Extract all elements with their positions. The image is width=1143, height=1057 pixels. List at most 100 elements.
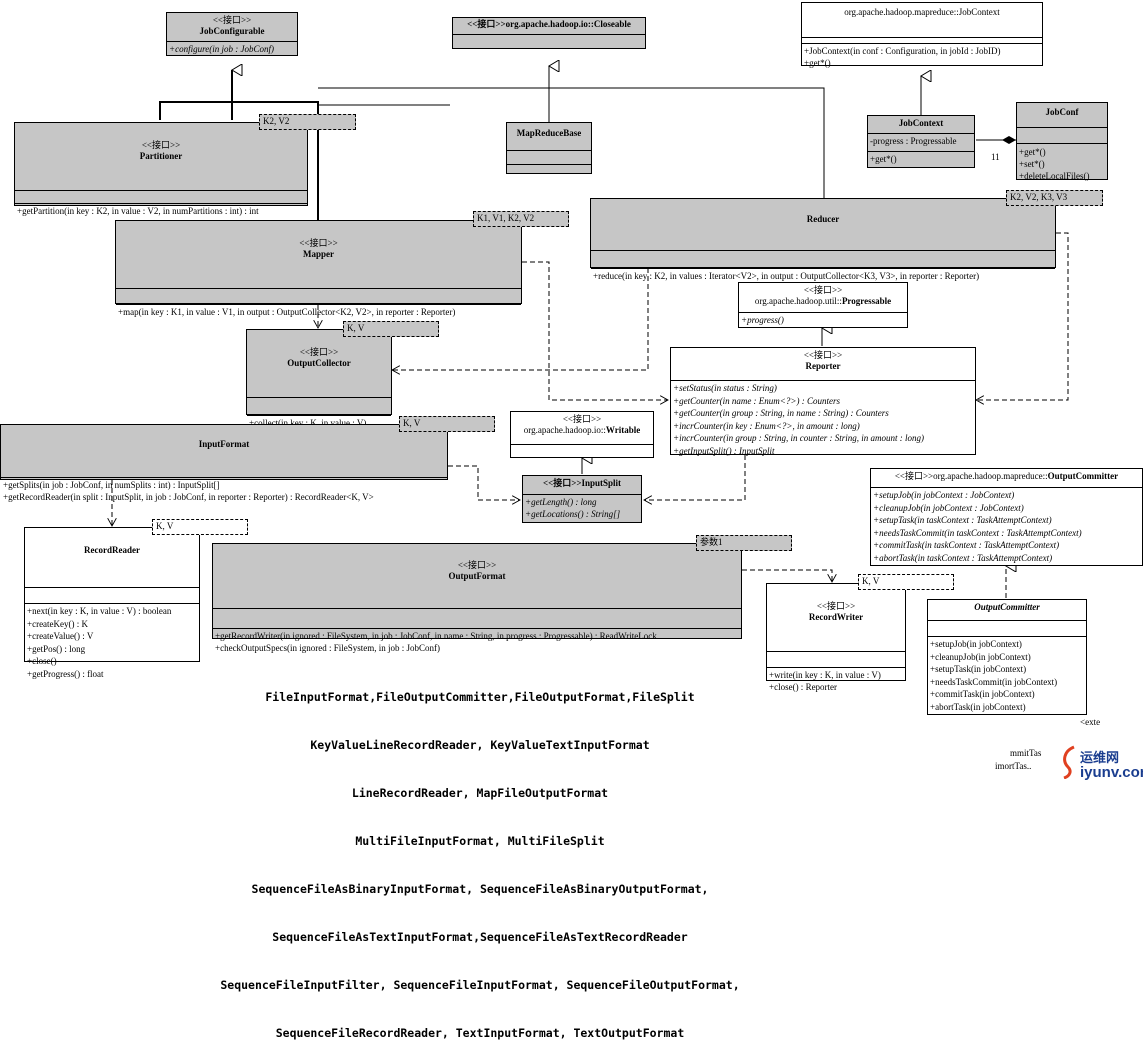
mapreducebase-name: MapReduceBase <box>516 128 582 138</box>
partitioner-stereotype: <<接口>> <box>141 140 181 150</box>
impl-line-7: SequenceFileInputFilter, SequenceFileInp… <box>220 978 740 992</box>
jobcontext-mapreduce-op2: +get*() <box>804 58 831 68</box>
inputformat-op2: +getRecordReader(in split : InputSplit, … <box>3 492 374 502</box>
reducer-box: Reducer +reduce(in key : K2, in values :… <box>590 198 1056 281</box>
outputcommitter-op-1: +setupJob(in jobContext) <box>930 639 1022 649</box>
jobconfigurable-stereotype: <<接口>> <box>212 15 252 25</box>
outputcommitter-name: OutputCommitter <box>974 602 1040 612</box>
reporter-op-6: +getInputSplit() : InputSplit <box>673 445 775 456</box>
impl-line-4: MultiFileInputFormat, MultiFileSplit <box>355 834 605 848</box>
implementation-class-list: FileInputFormat,FileOutputCommitter,File… <box>140 657 820 1057</box>
outputcommitter-interface-op-3: +setupTask(in taskContext : TaskAttemptC… <box>873 515 1052 525</box>
outputcommitter-interface-op-1: +setupJob(in jobContext : JobContext) <box>873 490 1015 500</box>
recordwriter-op1: +write(in key : K, in value : V) <box>769 670 881 680</box>
recordreader-name: RecordReader <box>84 545 140 555</box>
writable-name: Writable <box>605 425 641 435</box>
reporter-box: <<接口>> Reporter +setStatus(in status : S… <box>670 347 976 456</box>
mapreducebase-box: MapReduceBase <box>506 122 592 174</box>
partitioner-op: +getPartition(in key : K2, in value : V2… <box>15 203 307 218</box>
outputcollector-box: <<接口>> OutputCollector +collect(in key :… <box>246 329 392 428</box>
outputcommitter-interface-op-6: +abortTask(in taskContext : TaskAttemptC… <box>873 552 1053 563</box>
recordreader-op-2: +createKey() : K <box>27 618 89 629</box>
reducer-op: +reduce(in key : K2, in values : Iterato… <box>591 268 1055 283</box>
jobconf-op3: +deleteLocalFiles() <box>1019 171 1090 181</box>
progressable-box: <<接口>> org.apache.hadoop.util::Progressa… <box>738 282 908 328</box>
jobconf-op1: +get*() <box>1019 147 1046 157</box>
outputformat-name: OutputFormat <box>448 571 506 581</box>
impl-line-5: SequenceFileAsBinaryInputFormat, Sequenc… <box>251 882 709 896</box>
mapper-type-params: K1, V1, K2, V2 <box>473 211 569 227</box>
reducer-name: Reducer <box>806 214 840 224</box>
watermark-site: 运维网 <box>1080 750 1120 765</box>
jobcontext-box: JobContext -progress : Progressable +get… <box>867 115 975 168</box>
partitioner-type-params: K2, V2 <box>259 114 356 130</box>
outputcommitter-interface-name: OutputCommitter <box>1047 471 1119 481</box>
jobconfigurable-name: JobConfigurable <box>199 26 265 36</box>
jobcontext-mapreduce-box: org.apache.hadoop.mapreduce::JobContext … <box>801 2 1043 68</box>
inputformat-type-params: K, V <box>399 416 495 432</box>
recordreader-op-5: +close() <box>27 656 57 666</box>
impl-line-1: FileInputFormat,FileOutputCommitter,File… <box>265 690 695 704</box>
outputformat-op2: +checkOutputSpecs(in ignored : FileSyste… <box>215 643 441 653</box>
inputformat-name: InputFormat <box>198 439 250 449</box>
fragment-committask: mmitTas <box>1010 748 1042 758</box>
outputcommitter-op-2: +cleanupJob(in jobContext) <box>930 651 1031 662</box>
closeable-label: <<接口>>org.apache.hadoop.io::Closeable <box>467 19 631 29</box>
inputsplit-op2: +getLocations() : String[] <box>525 509 621 519</box>
jobconf-op2: +set*() <box>1019 159 1045 169</box>
jobconfigurable-link <box>159 101 319 220</box>
reducer-outputcollector-dependency <box>392 268 649 370</box>
fragment-exte: <exte <box>1080 717 1101 727</box>
impl-line-8: SequenceFileRecordReader, TextInputForma… <box>275 1026 685 1040</box>
recordreader-op-3: +createValue() : V <box>27 631 94 641</box>
fragment-aborttask: imortTas.. <box>995 761 1032 771</box>
outputcommitter-interface-prefix: <<接口>>org.apache.hadoop.mapreduce:: <box>894 471 1048 481</box>
recordreader-box: RecordReader +next(in key : K, in value … <box>24 527 200 679</box>
writable-prefix: org.apache.hadoop.io:: <box>523 425 606 435</box>
recordwriter-name: RecordWriter <box>808 612 864 622</box>
inputformat-op1: +getSplits(in job : JobConf, in numSplit… <box>3 480 220 490</box>
inputsplit-op1: +getLength() : long <box>525 497 597 507</box>
progressable-name: Progressable <box>841 296 892 306</box>
reporter-name: Reporter <box>805 361 841 371</box>
jobcontext-name: JobContext <box>898 118 944 128</box>
outputformat-stereotype: <<接口>> <box>457 560 497 570</box>
mapper-op: +map(in key : K1, in value : V1, in outp… <box>116 304 521 319</box>
reporter-stereotype: <<接口>> <box>803 350 843 360</box>
recordreader-op-1: +next(in key : K, in value : V) : boolea… <box>27 606 172 616</box>
recordreader-op-4: +getPos() : long <box>27 643 86 654</box>
closeable-box: <<接口>>org.apache.hadoop.io::Closeable <box>452 17 646 49</box>
jobconfigurable-op: +configure(in job : JobConf) <box>167 41 297 56</box>
outputcommitter-interface-box: <<接口>>org.apache.hadoop.mapreduce::Outpu… <box>870 468 1143 566</box>
recordwriter-type-params: K, V <box>858 574 954 590</box>
jobconf-name: JobConf <box>1045 107 1079 117</box>
outputcommitter-interface-op-2: +cleanupJob(in jobContext : JobContext) <box>873 502 1024 513</box>
closeable-link <box>318 87 825 198</box>
outputcollector-op: +collect(in key : K, in value : V) <box>247 415 391 430</box>
mapper-name: Mapper <box>303 249 334 259</box>
jobconf-multiplicity: 11 <box>991 152 1000 162</box>
inputsplit-box: <<接口>>InputSplit +getLength() : long +ge… <box>522 475 642 523</box>
jobconfigurable-box: <<接口>> JobConfigurable +configure(in job… <box>166 12 298 56</box>
writable-box: <<接口>> org.apache.hadoop.io::Writable <box>510 411 654 458</box>
jobcontext-mapreduce-op1: +JobContext(in conf : Configuration, in … <box>802 43 1042 58</box>
watermark-url: iyunv.com <box>1080 764 1143 781</box>
outputformat-type-params: 参数1 <box>696 535 792 551</box>
partitioner-box: <<接口>> Partitioner +getPartition(in key … <box>14 122 308 216</box>
outputcollector-name: OutputCollector <box>287 358 351 368</box>
recordwriter-stereotype: <<接口>> <box>816 601 856 611</box>
watermark-logo-icon <box>1063 745 1075 779</box>
outputcommitter-box: OutputCommitter +setupJob(in jobContext)… <box>927 599 1087 715</box>
progressable-op: +progress() <box>739 312 907 327</box>
jobcontext-op: +get*() <box>868 151 974 166</box>
inputsplit-name: <<接口>>InputSplit <box>542 478 622 488</box>
impl-line-2: KeyValueLineRecordReader, KeyValueTextIn… <box>310 738 650 752</box>
impl-line-3: LineRecordReader, MapFileOutputFormat <box>351 786 609 800</box>
reporter-inputsplit-dependency <box>644 455 746 500</box>
inputformat-box: InputFormat +getSplits(in job : JobConf,… <box>0 424 448 502</box>
jobcontext-attr: -progress : Progressable <box>868 133 974 151</box>
outputcommitter-op-6: +abortTask(in jobContext) <box>930 701 1026 712</box>
reporter-op-2: +getCounter(in name : Enum<?>) : Counter… <box>673 395 840 406</box>
jobconf-box: JobConf +get*() +set*() +deleteLocalFile… <box>1016 102 1108 181</box>
mapper-reporter-dependency <box>522 261 668 400</box>
